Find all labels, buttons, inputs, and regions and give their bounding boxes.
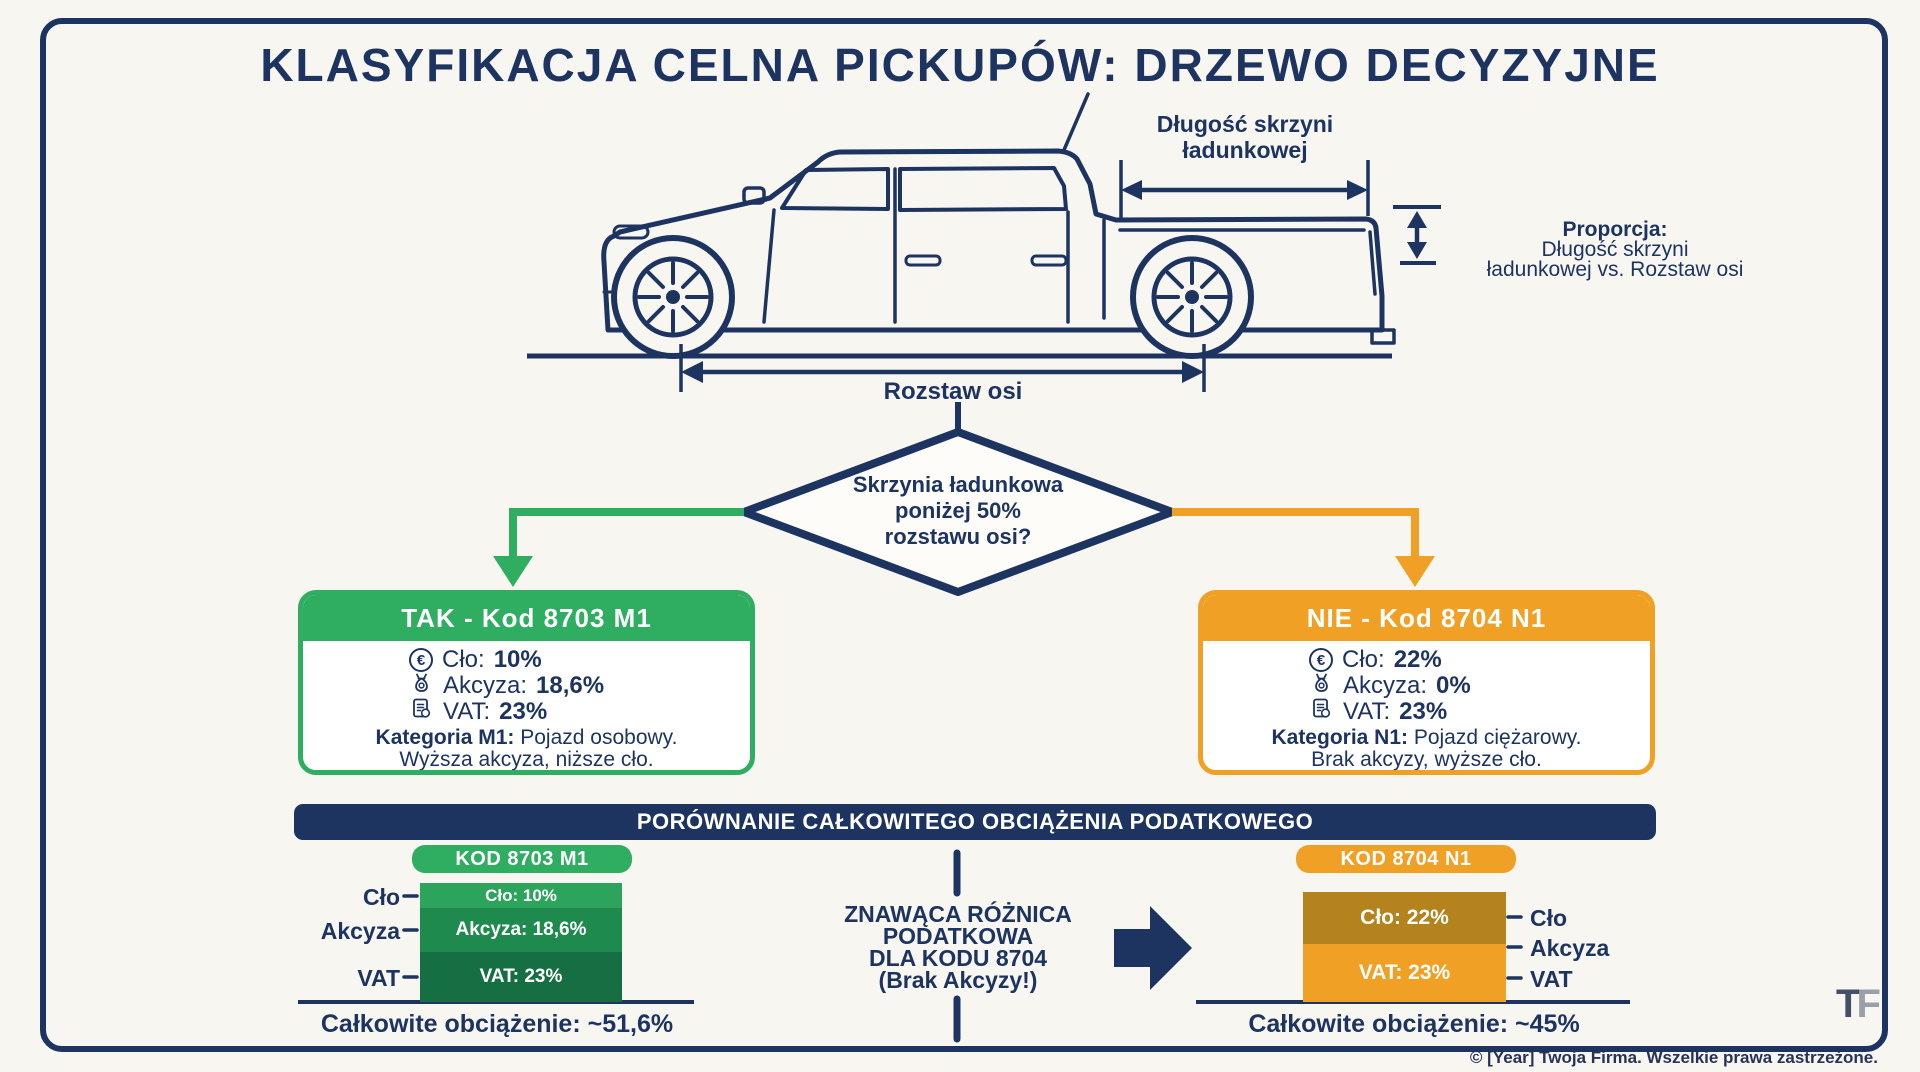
left-chart-total: Całkowite obciążenie: ~51,6% bbox=[320, 1010, 674, 1038]
left-stacked-bar: Cło: 10% Akcyza: 18,6% VAT: 23% bbox=[420, 883, 622, 1002]
page-title: KLASYFIKACJA CELNA PICKUPÓW: DRZEWO DECY… bbox=[260, 39, 1660, 91]
logo-letter-t: T bbox=[1836, 982, 1861, 1026]
comparison-banner: PORÓWNANIE CAŁKOWITEGO OBCIĄŻENIA PODATK… bbox=[294, 804, 1656, 840]
no-box-header: NIE - Kod 8704 N1 bbox=[1203, 595, 1650, 641]
vat-row: VAT: 23% bbox=[1309, 696, 1544, 728]
excise-row: Akcyza: 0% bbox=[1309, 670, 1544, 702]
yes-box-rows: € Cło: 10% Akcyza: 18,6% VAT: 23% bbox=[409, 646, 644, 728]
excise-row: Akcyza: 18,6% bbox=[409, 670, 644, 702]
left-axis-label-excise: Akcyza bbox=[320, 918, 400, 944]
money-bag-icon bbox=[409, 670, 434, 702]
copyright-footer: © [Year] Twoja Firma. Wszelkie prawa zas… bbox=[1469, 1048, 1878, 1067]
left-bar-duty-segment: Cło: 10% bbox=[420, 883, 622, 908]
proportion-label: Proporcja: Długość skrzyni ładunkowej vs… bbox=[1486, 218, 1744, 281]
right-axis-label-excise: Akcyza bbox=[1530, 935, 1610, 961]
company-logo: TF bbox=[1836, 982, 1881, 1027]
yes-result-box: TAK - Kod 8703 M1 € Cło: 10% Akcyza: 18,… bbox=[298, 590, 755, 775]
money-bag-icon bbox=[1309, 670, 1334, 702]
no-category-note: Kategoria N1: Pojazd ciężarowy. Brak akc… bbox=[1271, 726, 1582, 771]
right-axis-label-vat: VAT bbox=[1530, 966, 1573, 992]
decision-question: Skrzynia ładunkowa poniżej 50% rozstawu … bbox=[852, 472, 1064, 549]
tax-document-icon bbox=[409, 696, 434, 728]
wheelbase-label: Rozstaw osi bbox=[883, 378, 1023, 405]
left-bar-vat-segment: VAT: 23% bbox=[420, 952, 622, 1002]
right-bar-vat-segment: VAT: 23% bbox=[1303, 944, 1506, 1002]
vat-row: VAT: 23% bbox=[409, 696, 644, 728]
right-axis-label-duty: Cło bbox=[1530, 905, 1568, 931]
left-axis-label-duty: Cło bbox=[362, 884, 400, 910]
right-bar-duty-segment: Cło: 22% bbox=[1303, 892, 1506, 944]
no-result-box: NIE - Kod 8704 N1 € Cło: 22% Akcyza: 0% … bbox=[1198, 590, 1655, 775]
tax-document-icon bbox=[1309, 696, 1334, 728]
left-axis-label-vat: VAT bbox=[357, 965, 400, 991]
euro-coin-icon: € bbox=[1309, 648, 1333, 672]
tax-difference-note: ZNAWĄCA RÓŻNICA PODATKOWA DLA KODU 8704 … bbox=[844, 901, 1072, 993]
logo-letter-f: F bbox=[1856, 982, 1881, 1026]
left-chart-badge: KOD 8703 M1 bbox=[412, 845, 632, 873]
yes-category-note: Kategoria M1: Pojazd osobowy. Wyższa akc… bbox=[375, 726, 678, 771]
outer-frame-border bbox=[40, 18, 1888, 1052]
euro-coin-icon: € bbox=[409, 648, 433, 672]
left-bar-excise-segment: Akcyza: 18,6% bbox=[420, 908, 622, 952]
right-stacked-bar: Cło: 22% VAT: 23% bbox=[1303, 892, 1506, 1002]
duty-row: € Cło: 22% bbox=[1309, 646, 1544, 673]
duty-row: € Cło: 10% bbox=[409, 646, 644, 673]
yes-box-header: TAK - Kod 8703 M1 bbox=[303, 595, 750, 641]
right-chart-badge: KOD 8704 N1 bbox=[1296, 845, 1516, 873]
bed-length-label: Długość skrzyni ładunkowej bbox=[1156, 111, 1334, 163]
right-chart-total: Całkowite obciążenie: ~45% bbox=[1248, 1010, 1580, 1038]
no-box-rows: € Cło: 22% Akcyza: 0% VAT: 23% bbox=[1309, 646, 1544, 728]
